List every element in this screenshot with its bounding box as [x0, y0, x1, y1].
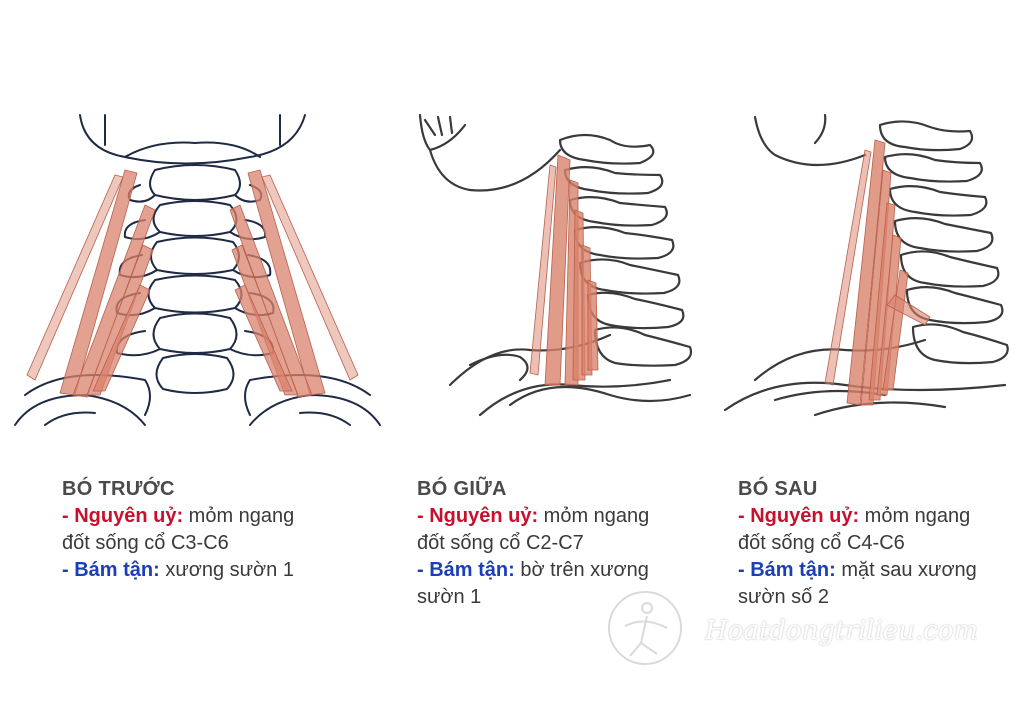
insertion-label: - Bám tận:: [738, 559, 836, 581]
person-circle-logo-icon: [608, 591, 682, 665]
origin-text: mỏm ngang: [859, 505, 971, 527]
anterior-view-illustration: [5, 95, 390, 435]
insertion-label: - Bám tận:: [417, 559, 515, 581]
panel-title: BÓ TRƯỚC: [62, 478, 175, 500]
posterior-scalene-illustration: [715, 95, 1015, 425]
insertion-text: xương sườn 1: [159, 559, 294, 581]
insertion-text-cont: sườn số 2: [738, 586, 829, 608]
middle-scalene-illustration: [410, 95, 700, 425]
origin-label: - Nguyên uỷ:: [62, 505, 184, 527]
origin-text-cont: đốt sống cổ C3-C6: [62, 532, 229, 554]
origin-text-cont: đốt sống cổ C2-C7: [417, 532, 584, 554]
caption-anterior: BÓ TRƯỚC - Nguyên uỷ: mỏm ngang đốt sống…: [62, 476, 294, 584]
origin-text-cont: đốt sống cổ C4-C6: [738, 532, 905, 554]
origin-label: - Nguyên uỷ:: [738, 505, 860, 527]
watermark: Hoatdongtrilieu.com: [605, 588, 1005, 668]
origin-text: mỏm ngang: [183, 505, 295, 527]
watermark-text: Hoatdongtrilieu.com: [705, 616, 979, 646]
origin-text: mỏm ngang: [538, 505, 650, 527]
caption-posterior: BÓ SAU - Nguyên uỷ: mỏm ngang đốt sống c…: [738, 476, 977, 611]
origin-label: - Nguyên uỷ:: [417, 505, 539, 527]
insertion-text: bờ trên xương: [514, 559, 649, 581]
insertion-label: - Bám tận:: [62, 559, 160, 581]
panel-title: BÓ GIỮA: [417, 478, 507, 500]
panel-title: BÓ SAU: [738, 478, 818, 500]
insertion-text: mặt sau xương: [835, 559, 977, 581]
caption-middle: BÓ GIỮA - Nguyên uỷ: mỏm ngang đốt sống …: [417, 476, 649, 611]
insertion-text-cont: sườn 1: [417, 586, 482, 608]
